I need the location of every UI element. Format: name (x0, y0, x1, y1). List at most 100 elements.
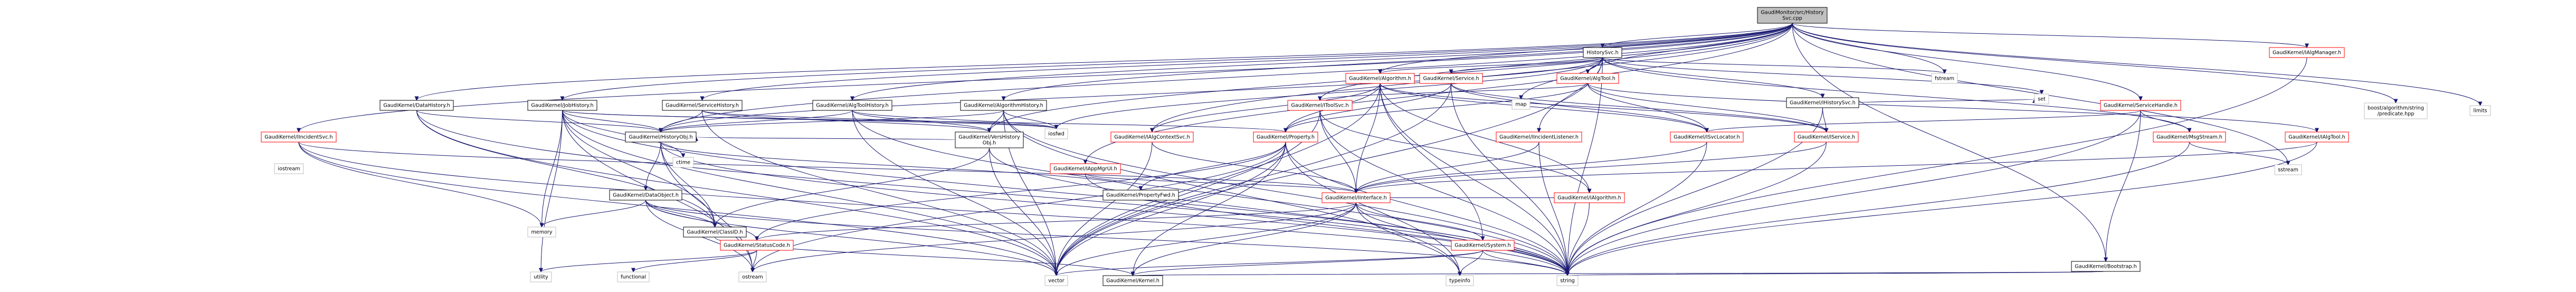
graph-node-algToolHistory[interactable]: GaudiKernel/AlgToolHistory.h (812, 100, 892, 111)
graph-node-msgStream[interactable]: GaudiKernel/MsgStream.h (2153, 131, 2226, 143)
graph-node-iToolSvc[interactable]: GaudiKernel/IToolSvc.h (1287, 100, 1353, 111)
graph-node-historyObj[interactable]: GaudiKernel/HistoryObj.h (625, 131, 697, 143)
node-box (1583, 47, 1622, 58)
edge-dataObject-to-classID (645, 200, 715, 228)
graph-node-property[interactable]: GaudiKernel/Property.h (1253, 131, 1318, 143)
node-label: GaudiKernel/DataHistory.h (383, 103, 450, 109)
graph-node-ctime: ctime (672, 157, 694, 168)
node-label: GaudiKernel/Algorithm.h (1349, 76, 1411, 82)
graph-node-iSvcLocator[interactable]: GaudiKernel/ISvcLocator.h (1670, 131, 1744, 143)
edge-historySvcH-to-fstream (1602, 57, 1945, 74)
edge-arrowhead (2039, 90, 2044, 95)
graph-node-statusCode[interactable]: GaudiKernel/StatusCode.h (720, 240, 794, 251)
edge-jobHistory-to-historyObj (562, 110, 661, 133)
node-box (2034, 93, 2049, 105)
graph-node-vector: vector (1044, 275, 1068, 286)
node-label: string (1560, 278, 1575, 284)
edge-iAlgTool-to-string (1567, 142, 2317, 276)
nodes-layer: GaudiMonitor/src/HistorySvc.cppGaudiKern… (261, 7, 2491, 286)
edge-algToolHistory-to-iosfwd (852, 110, 1057, 129)
edge-msgStream-to-sstream (2189, 142, 2288, 165)
edge-algToolHistory-to-versHistoryObj (852, 110, 990, 133)
edge-arrowhead (1820, 93, 1825, 99)
graph-node-serviceHistory[interactable]: GaudiKernel/ServiceHistory.h (662, 100, 743, 111)
graph-node-kernel[interactable]: GaudiKernel/Kernel.h (1102, 275, 1163, 286)
graph-node-algTool[interactable]: GaudiKernel/AlgTool.h (1556, 73, 1619, 84)
graph-node-algorithmHistory[interactable]: GaudiKernel/AlgorithmHistory.h (960, 100, 1047, 111)
node-label: sstream (2278, 167, 2298, 173)
edge-iAppMgrUI-to-iInterface (1085, 173, 1356, 193)
graph-node-iAlgContextSvc[interactable]: GaudiKernel/IAlgContextSvc.h (1110, 131, 1194, 143)
edge-arrowhead (2187, 128, 2192, 133)
graph-node-bootstrap[interactable]: GaudiKernel/Bootstrap.h (2071, 261, 2141, 272)
edge-serviceHandle-to-iSvcLocator (1706, 110, 2141, 133)
node-label: iosfwd (1048, 131, 1064, 137)
edge-property-to-vector (1056, 142, 1286, 276)
graph-node-jobHistory[interactable]: GaudiKernel/JobHistory.h (527, 100, 597, 111)
graph-node-iService[interactable]: GaudiKernel/IService.h (1794, 131, 1859, 143)
edge-msgStream-to-string (1567, 142, 2190, 276)
node-label: GaudiKernel/ISvcLocator.h (1674, 135, 1739, 140)
edge-algToolHistory-to-string (852, 110, 1568, 276)
node-box (662, 100, 743, 111)
graph-node-iAlgManager[interactable]: GaudiKernel/IAlgManager.h (2269, 47, 2345, 58)
edge-arrowhead (297, 128, 301, 133)
edge-arrowhead (755, 236, 759, 241)
graph-node-iHistorySvc[interactable]: GaudiKernel/IHistorySvc.h (1786, 97, 1859, 108)
node-label: GaudiKernel/AlgorithmHistory.h (964, 103, 1043, 109)
edge-historySvcH-to-string (1567, 57, 1603, 276)
node-label: Svc.cpp (1782, 16, 1802, 22)
graph-node-memory: memory (527, 227, 556, 238)
node-label: GaudiKernel/Service.h (1423, 76, 1479, 82)
edge-serviceHandle-to-bootstrap (2105, 110, 2141, 262)
edge-arrowhead (2393, 99, 2398, 104)
edge-historySvcH-to-algorithm (1380, 57, 1603, 74)
node-label: HistorySvc.h (1586, 50, 1618, 56)
graph-node-service[interactable]: GaudiKernel/Service.h (1419, 73, 1483, 84)
graph-node-limits: limits (2469, 105, 2491, 116)
graph-node-iIncidentListener[interactable]: GaudiKernel/IIncidentListener.h (1496, 131, 1582, 143)
edge-historySvcH-to-iIncidentListener (1538, 57, 1603, 133)
edge-arrowhead (1378, 69, 1382, 74)
graph-node-classID[interactable]: GaudiKernel/ClassID.h (683, 227, 747, 238)
edge-arrowhead (1150, 128, 1154, 133)
edge-statusCode-to-utility (540, 250, 757, 272)
node-label: Obj.h (983, 140, 996, 146)
node-label: boost/algorithm/string (2368, 106, 2424, 111)
edge-root-to-boostPred (1792, 23, 2396, 103)
edge-arrowhead (1130, 271, 1135, 277)
graph-node-algorithm[interactable]: GaudiKernel/Algorithm.h (1345, 73, 1415, 84)
edge-arrowhead (2104, 257, 2108, 262)
edge-property-to-kernel (1133, 142, 1286, 276)
edge-arrowhead (659, 128, 663, 133)
edge-arrowhead (681, 153, 686, 158)
edge-arrowhead (1318, 96, 1322, 101)
graph-node-root[interactable]: GaudiMonitor/src/HistorySvc.cpp (1757, 7, 1828, 24)
graph-node-iIncidentSvc[interactable]: GaudiKernel/IIncidentSvc.h (261, 131, 337, 143)
edge-service-to-iSvcLocator (1451, 83, 1707, 133)
graph-node-historySvcH[interactable]: HistorySvc.h (1583, 47, 1622, 58)
graph-node-dataObject[interactable]: GaudiKernel/DataObject.h (609, 190, 682, 201)
edge-arrowhead (850, 96, 854, 101)
edge-dataObject-to-string (645, 200, 1568, 276)
node-box (1287, 100, 1353, 111)
graph-node-iAlgTool[interactable]: GaudiKernel/IAlgTool.h (2285, 131, 2349, 143)
graph-node-serviceHandle[interactable]: GaudiKernel/ServiceHandle.h (2100, 100, 2181, 111)
edge-algorithm-to-iService (1380, 83, 1827, 133)
graph-node-fstream: fstream (1931, 73, 1958, 84)
edge-historySvcH-to-iHistorySvc (1602, 57, 1823, 98)
node-label: GaudiKernel/IHistorySvc.h (1790, 100, 1856, 106)
graph-node-iInterface[interactable]: GaudiKernel/IInterface.h (1322, 192, 1391, 203)
graph-node-dataHistory[interactable]: GaudiKernel/DataHistory.h (379, 100, 454, 111)
node-box (738, 271, 767, 282)
graph-node-system[interactable]: GaudiKernel/System.h (1451, 240, 1515, 251)
edge-jobHistory-to-memory (541, 110, 563, 228)
node-box (1556, 73, 1619, 84)
graph-node-propertyFwd[interactable]: GaudiKernel/PropertyFwd.h (1102, 190, 1179, 201)
edge-service-to-vector (1056, 83, 1451, 276)
graph-node-ioStream: iostream (274, 163, 304, 174)
node-box (812, 100, 892, 111)
graph-node-iAppMgrUI[interactable]: GaudiKernel/IAppMgrUI.h (1050, 163, 1121, 174)
graph-node-iAlgorithm[interactable]: GaudiKernel/IAlgorithm.h (1554, 192, 1625, 203)
